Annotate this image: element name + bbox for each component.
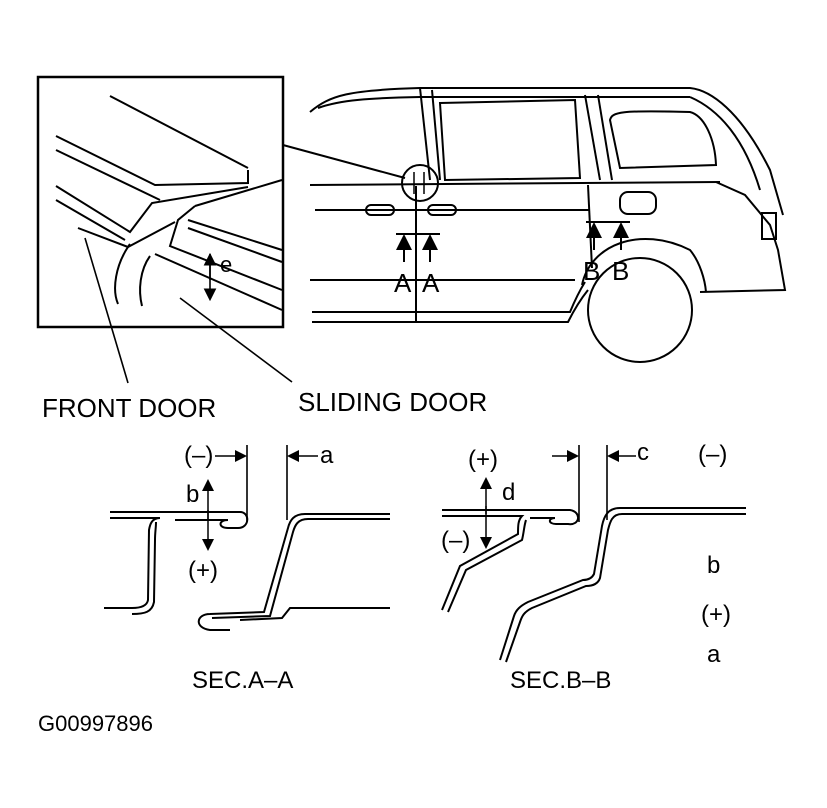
rear-wheel [587,257,693,363]
front-door-handle [365,204,395,216]
detail-circle [401,164,439,202]
section-bb-label-c: c [637,439,649,466]
legend-b: b [707,552,720,579]
legend-a: a [707,641,721,668]
vehicle-roofline [309,87,784,216]
section-mark-a-right: A [422,268,440,298]
front-door-panel-section [110,511,249,529]
section-bb-drawing [441,445,746,663]
inset-frame [36,75,285,329]
section-aa-label-a: a [320,442,334,469]
section-mark-b-right: B [612,256,629,286]
section-aa-drawing [104,445,390,631]
sliding-door-leader [179,297,293,383]
sliding-door-handle [427,204,457,216]
rear-lamp [761,212,777,240]
sliding-door-panel-section-b [442,509,579,526]
section-aa-minus: (–) [184,442,213,469]
inset-front-door-face [55,135,249,187]
section-aa-label-b: b [186,481,199,508]
section-bb-plus: (+) [468,446,498,473]
section-bb-label-d: d [502,479,515,506]
inset-label-e: e [220,252,232,277]
section-mark-a-left: A [394,268,412,298]
section-mark-b-left: B [583,256,600,286]
legend-minus: (–) [698,441,727,468]
rear-quarter-window [608,110,718,170]
section-marker-b [586,221,630,250]
section-aa-plus: (+) [188,557,218,584]
inset-sliding-door-top-edge [194,179,283,207]
section-marker-a [396,233,440,262]
inset-detail [36,75,285,329]
detail-leader-line [282,144,406,179]
sliding-door-panel-section [197,513,390,631]
vehicle-side-view [309,87,787,363]
quarter-panel-section [499,507,746,661]
inset-front-door-top-edge [109,95,249,169]
sliding-door-window [438,98,582,182]
front-door-label: FRONT DOOR [42,393,216,423]
sliding-door-label: SLIDING DOOR [298,387,487,417]
section-bb-title: SEC.B–B [510,667,611,694]
figure-id: G00997896 [38,711,153,736]
legend-plus: (+) [701,601,731,628]
section-bb-minus: (–) [441,527,470,554]
front-door-leader [84,237,129,384]
section-aa-title: SEC.A–A [192,667,293,694]
fuel-lid [619,191,657,215]
